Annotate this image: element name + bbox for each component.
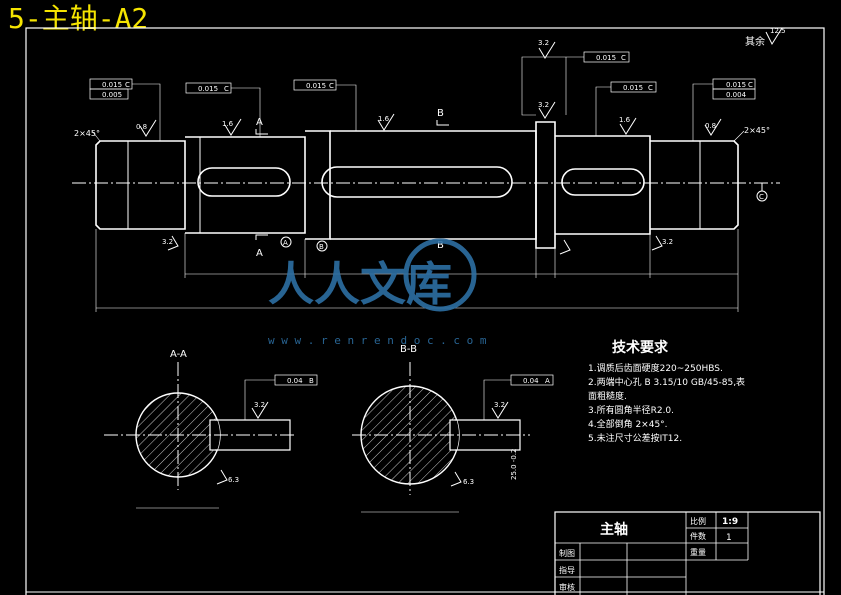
- svg-text:4.全部倒角 2×45°.: 4.全部倒角 2×45°.: [588, 418, 668, 430]
- svg-text:C: C: [748, 81, 753, 89]
- svg-text:0.8: 0.8: [136, 123, 147, 131]
- svg-text:C: C: [648, 84, 653, 92]
- svg-text:指导: 指导: [559, 565, 575, 575]
- dimension-lines: [95, 229, 739, 312]
- svg-text:技术要求: 技术要求: [612, 339, 669, 356]
- svg-text:重量: 重量: [690, 547, 706, 557]
- svg-text:1.6: 1.6: [222, 120, 234, 128]
- svg-text:审核: 审核: [559, 582, 575, 592]
- svg-text:3.2: 3.2: [494, 401, 505, 409]
- other-finish-label: 其余: [745, 35, 765, 48]
- roughness-value-rest: 12.5: [770, 27, 786, 35]
- svg-text:6.3: 6.3: [463, 478, 474, 486]
- svg-text:5.未注尺寸公差按IT12.: 5.未注尺寸公差按IT12.: [588, 432, 682, 444]
- datum-circle-b: [316, 240, 328, 252]
- svg-text:0.04: 0.04: [287, 377, 303, 385]
- svg-text:3.2: 3.2: [254, 401, 265, 409]
- part-name: 主轴: [600, 521, 628, 538]
- section-label-aa: A-A: [170, 349, 187, 360]
- svg-text:件数: 件数: [690, 531, 706, 541]
- svg-text:A: A: [545, 377, 550, 385]
- svg-text:3.所有圆角半径R2.0.: 3.所有圆角半径R2.0.: [588, 404, 674, 416]
- svg-text:C: C: [329, 82, 334, 90]
- svg-text:w w w . r e n r e n d o c . c: w w w . r e n r e n d o c . c o m: [268, 334, 487, 347]
- shaft-main-view: [72, 121, 780, 249]
- datum-circle-a: [280, 236, 292, 248]
- svg-text:1: 1: [726, 533, 732, 543]
- svg-text:B: B: [319, 243, 324, 251]
- svg-text:C: C: [759, 193, 764, 201]
- svg-text:1:9: 1:9: [722, 517, 738, 527]
- svg-text:0.015: 0.015: [198, 85, 218, 93]
- svg-text:0.04: 0.04: [523, 377, 539, 385]
- keyway-2: [321, 166, 513, 198]
- svg-text:3.2: 3.2: [662, 238, 673, 246]
- svg-text:3.2: 3.2: [162, 238, 173, 246]
- svg-text:0.015: 0.015: [596, 54, 616, 62]
- roughness-symbol-rest: [765, 27, 783, 46]
- svg-text:0.015: 0.015: [623, 84, 643, 92]
- section-mark-a-bottom: A: [256, 248, 263, 259]
- title-block: 主轴 比例 1:9 件数 1 重量 制图 指导 审核: [554, 511, 821, 595]
- svg-text:C: C: [621, 54, 626, 62]
- svg-text:C: C: [125, 81, 130, 89]
- chamfer-right-label: 2×45°: [744, 126, 770, 135]
- svg-text:2.两端中心孔 B 3.15/10 GB/45-85,表: 2.两端中心孔 B 3.15/10 GB/45-85,表: [588, 376, 745, 388]
- svg-text:0.015: 0.015: [726, 81, 746, 89]
- svg-text:B: B: [309, 377, 314, 385]
- tolerance-frames: 0.015 C 0.005 0.015 C 0.015 C 0.015 C 0.…: [89, 51, 756, 141]
- watermark: 人人文库 w w w . r e n r e n d o c . c o m: [268, 238, 487, 347]
- section-bb-view: 0.04 A 3.2 6.3 25.0 -0.2: [352, 362, 554, 513]
- keyway-1: [197, 167, 291, 197]
- tech-requirements: 技术要求 1.调质后齿面硬度220~250HBS. 2.两端中心孔 B 3.15…: [588, 339, 745, 444]
- svg-text:0.004: 0.004: [726, 91, 747, 99]
- keyway-3: [561, 168, 645, 196]
- svg-text:0.015: 0.015: [102, 81, 122, 89]
- section-mark-b-bottom: B: [437, 240, 444, 251]
- svg-text:3.2: 3.2: [538, 101, 549, 109]
- svg-text:比例: 比例: [690, 516, 706, 526]
- svg-text:1.6: 1.6: [378, 115, 390, 123]
- svg-text:1.6: 1.6: [619, 116, 631, 124]
- svg-text:3.2: 3.2: [538, 39, 549, 47]
- section-mark-b-top: B: [437, 108, 444, 119]
- svg-text:A: A: [283, 239, 288, 247]
- roughness-symbols: 0.8 1.6 1.6 3.2 3.2 1.6 0.8 3.2 3.2: [136, 39, 722, 255]
- svg-text:0.015: 0.015: [306, 82, 326, 90]
- bb-depth-dim: 25.0 -0.2: [510, 449, 518, 480]
- svg-text:1.调质后齿面硬度220~250HBS.: 1.调质后齿面硬度220~250HBS.: [588, 362, 723, 374]
- section-aa-view: 0.04 B 3.2 6.3: [104, 362, 318, 509]
- section-mark-a-top: A: [256, 117, 263, 128]
- chamfer-left-label: 2×45°: [74, 129, 100, 138]
- svg-text:C: C: [224, 85, 229, 93]
- svg-text:人人文库: 人人文库: [268, 257, 452, 311]
- section-label-bb: B-B: [400, 344, 417, 355]
- drawing-border: [25, 27, 825, 595]
- svg-text:6.3: 6.3: [228, 476, 239, 484]
- svg-text:面粗糙度.: 面粗糙度.: [588, 390, 627, 402]
- svg-text:制图: 制图: [559, 548, 575, 558]
- drawing-window-title: 5-主轴-A2: [8, 2, 149, 35]
- svg-text:0.8: 0.8: [705, 122, 716, 130]
- svg-text:0.005: 0.005: [102, 91, 122, 99]
